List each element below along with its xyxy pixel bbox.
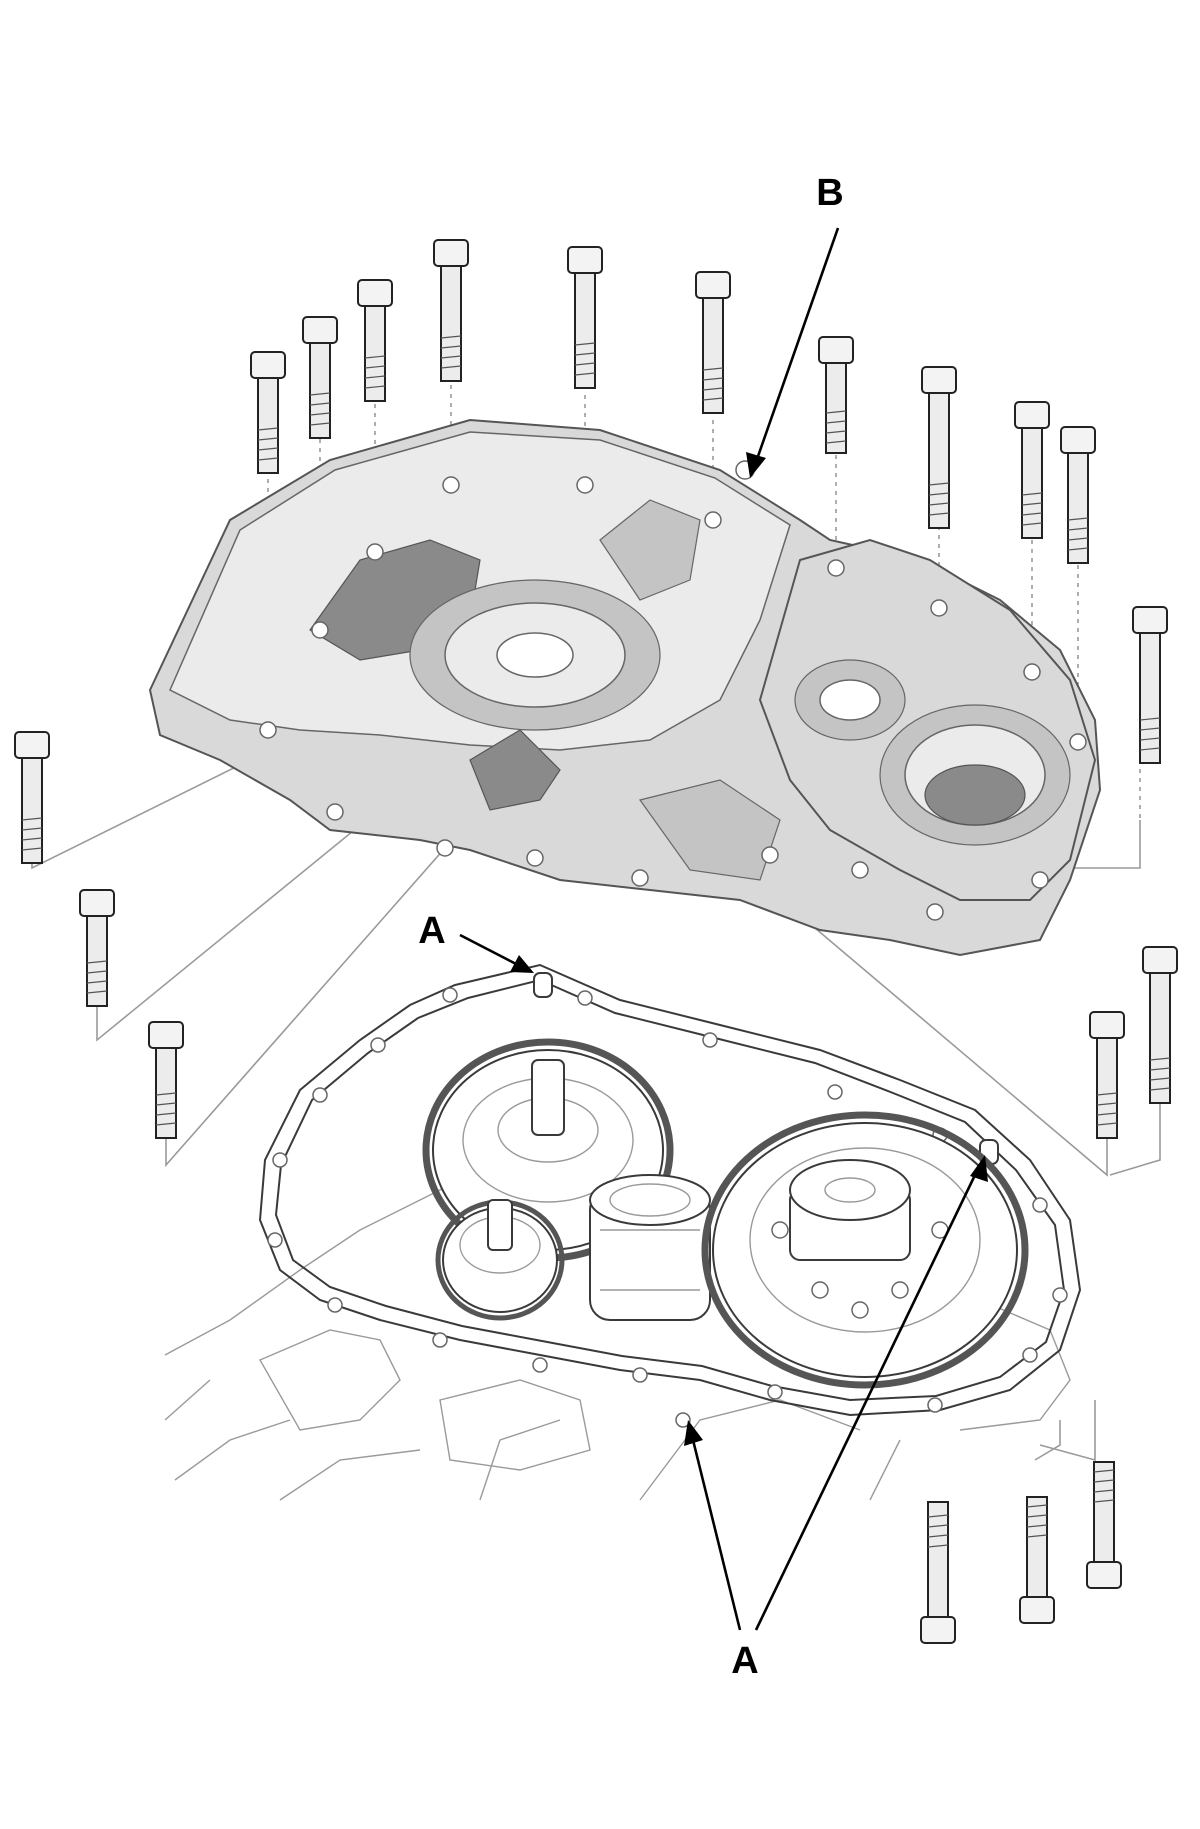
gear-train xyxy=(422,1038,1029,1389)
bolt xyxy=(1132,606,1168,764)
callout-label-b: B xyxy=(816,172,843,214)
bolt xyxy=(1060,426,1096,564)
bolt xyxy=(1014,401,1050,539)
callout-a-bottom: A xyxy=(684,1155,988,1682)
bolt xyxy=(921,366,957,529)
bolt xyxy=(14,731,50,864)
transmission-case-cover xyxy=(148,418,1102,957)
bolt xyxy=(920,1501,956,1644)
bolt xyxy=(357,279,393,402)
bolt xyxy=(1089,1011,1125,1139)
bolt xyxy=(1086,1461,1122,1589)
bolt xyxy=(567,246,603,389)
bolt-set xyxy=(14,239,1178,1644)
transmission-housing-lower xyxy=(164,963,1082,1501)
housing-flange-holes xyxy=(267,987,1068,1413)
bolt xyxy=(302,316,338,439)
callout-label-a-top: A xyxy=(418,910,445,952)
flange-holes xyxy=(259,460,1087,921)
bolt xyxy=(79,889,115,1007)
callout-a-top: A xyxy=(418,910,534,973)
bolt xyxy=(1019,1496,1055,1624)
bolt xyxy=(148,1021,184,1139)
callout-b: B xyxy=(746,172,844,478)
bolt xyxy=(250,351,286,474)
bolt xyxy=(695,271,731,414)
bolt xyxy=(433,239,469,382)
callout-label-a-bottom: A xyxy=(731,1640,758,1682)
bolt xyxy=(1142,946,1178,1104)
bolt xyxy=(818,336,854,454)
